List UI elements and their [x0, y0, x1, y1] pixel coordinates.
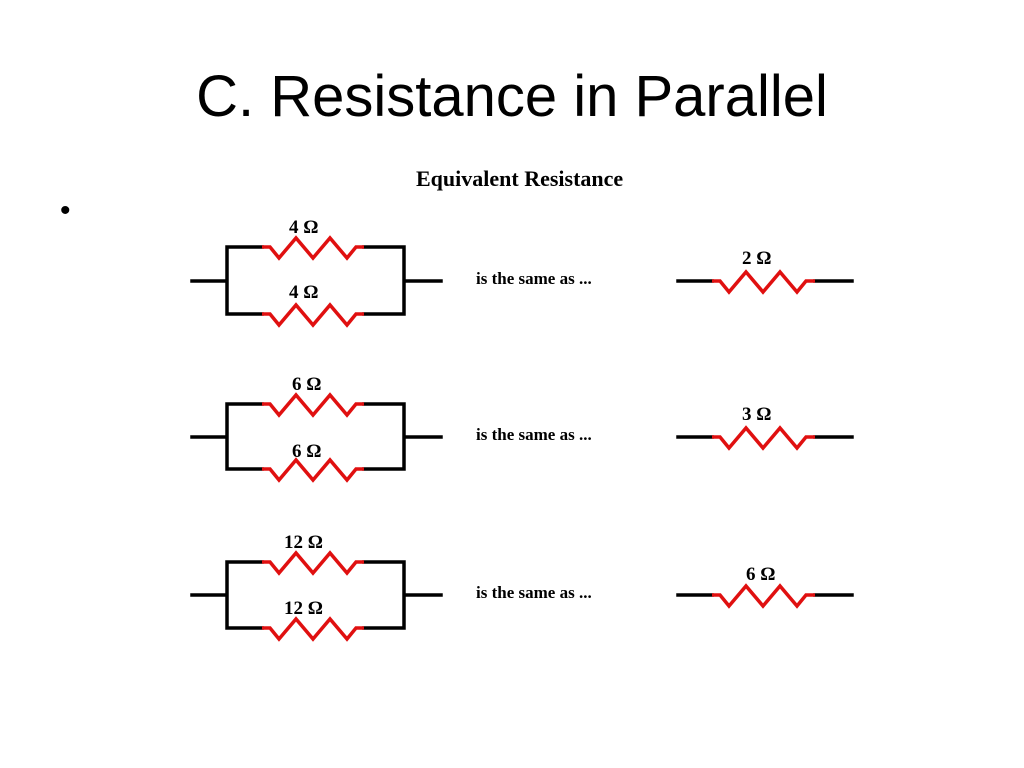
resistor-top-label: 12 Ω — [284, 532, 323, 553]
diagram-title: Equivalent Resistance — [416, 166, 624, 191]
wire — [190, 402, 443, 471]
circuit-row-1: 4 Ω 4 Ω is the same as ... 2 Ω — [190, 217, 854, 328]
circuit-row-2: 6 Ω 6 Ω is the same as ... 3 Ω — [190, 374, 854, 483]
equivalent-label: 6 Ω — [746, 564, 775, 585]
bullet-point: • — [60, 194, 71, 227]
parallel-circuit: 4 Ω 4 Ω — [190, 217, 443, 328]
resistor-bottom-label: 4 Ω — [289, 282, 318, 303]
parallel-circuit: 12 Ω 12 Ω — [190, 532, 443, 642]
equivalent-circuit: 2 Ω — [676, 248, 854, 295]
resistor-equivalent — [712, 425, 815, 451]
connector-text: is the same as ... — [476, 269, 592, 288]
equivalent-label: 3 Ω — [742, 404, 771, 425]
resistor-bottom-label: 6 Ω — [292, 441, 321, 462]
equivalent-circuit: 3 Ω — [676, 404, 854, 451]
connector-text: is the same as ... — [476, 583, 592, 602]
resistor-equivalent — [712, 269, 815, 295]
resistor-top-label: 4 Ω — [289, 217, 318, 238]
resistor-bottom — [262, 302, 364, 328]
wire — [190, 560, 443, 630]
equivalent-label: 2 Ω — [742, 248, 771, 269]
resistor-equivalent — [712, 583, 815, 609]
resistor-top-label: 6 Ω — [292, 374, 321, 395]
resistor-top — [262, 392, 364, 418]
circuit-row-3: 12 Ω 12 Ω is the same as ... 6 Ω — [190, 532, 854, 642]
resistor-bottom-label: 12 Ω — [284, 598, 323, 619]
resistor-top — [262, 550, 364, 576]
wire — [190, 245, 443, 316]
resistor-bottom — [262, 616, 364, 642]
parallel-circuit: 6 Ω 6 Ω — [190, 374, 443, 483]
connector-text: is the same as ... — [476, 425, 592, 444]
equivalent-circuit: 6 Ω — [676, 564, 854, 609]
slide-title: C. Resistance in Parallel — [196, 64, 828, 129]
resistor-bottom — [262, 457, 364, 483]
resistor-top — [262, 235, 364, 261]
